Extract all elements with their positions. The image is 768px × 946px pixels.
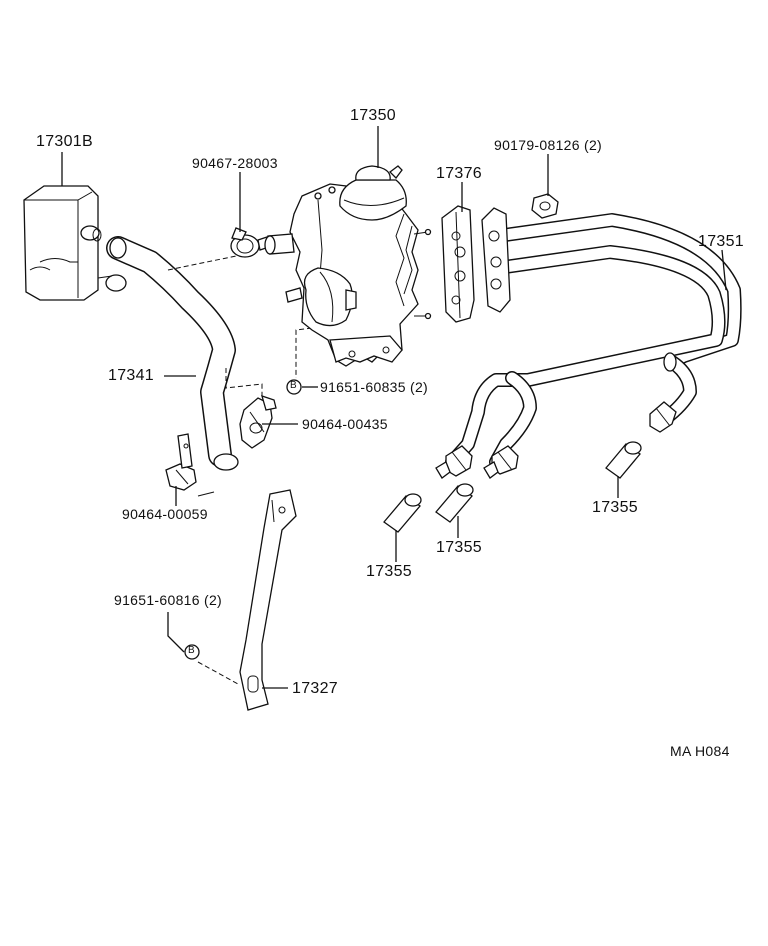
leader-valve-bolt [295,327,313,378]
cap-17355-right [605,441,642,479]
label-90464-00435: 90464-00435 [302,416,388,432]
valve-assembly-17350 [264,165,432,367]
diagram-code: MA H084 [670,743,730,759]
tick-mark [197,491,215,497]
label-17355-right: 17355 [592,499,638,516]
clip-90464-00059 [165,433,197,491]
label-17327: 17327 [292,680,338,697]
leader-hose-clamp [167,255,237,271]
bolt-marker-b-upper [286,379,302,395]
canister-17301b [23,185,127,301]
bolt-marker-b-lower [184,644,200,660]
label-17301b: 17301B [36,133,93,150]
leader-17351 [721,249,727,291]
label-17355-left: 17355 [366,563,412,580]
label-17376: 17376 [436,165,482,182]
label-91651-60835: 91651-60835 (2) [320,379,429,395]
label-91651-60816: 91651-60816 (2) [114,592,223,608]
label-90179-08126: 90179-08126 (2) [494,137,603,153]
gasket-17376 [441,205,475,323]
bolt-marker-b-upper-letter: B [290,380,297,391]
leader-bracket-bolt [197,661,239,685]
leader-91651-60816 [167,612,185,653]
leader-hose-clip [225,368,263,400]
label-90464-00059: 90464-00059 [122,506,208,522]
label-17351: 17351 [698,233,744,250]
label-17341: 17341 [108,367,154,384]
bolt-marker-b-lower-letter: B [188,645,195,656]
hose-17341 [106,236,239,471]
clip-90464-00435 [239,394,277,449]
label-17355-middle: 17355 [436,539,482,556]
pipe-assembly-17351 [435,207,742,479]
cap-17355-middle [435,483,474,523]
nut-90179 [531,193,559,219]
bracket-17327 [239,489,297,711]
label-90467-28003: 90467-28003 [192,155,278,171]
cap-17355-left [383,493,422,533]
label-17350: 17350 [350,107,396,124]
